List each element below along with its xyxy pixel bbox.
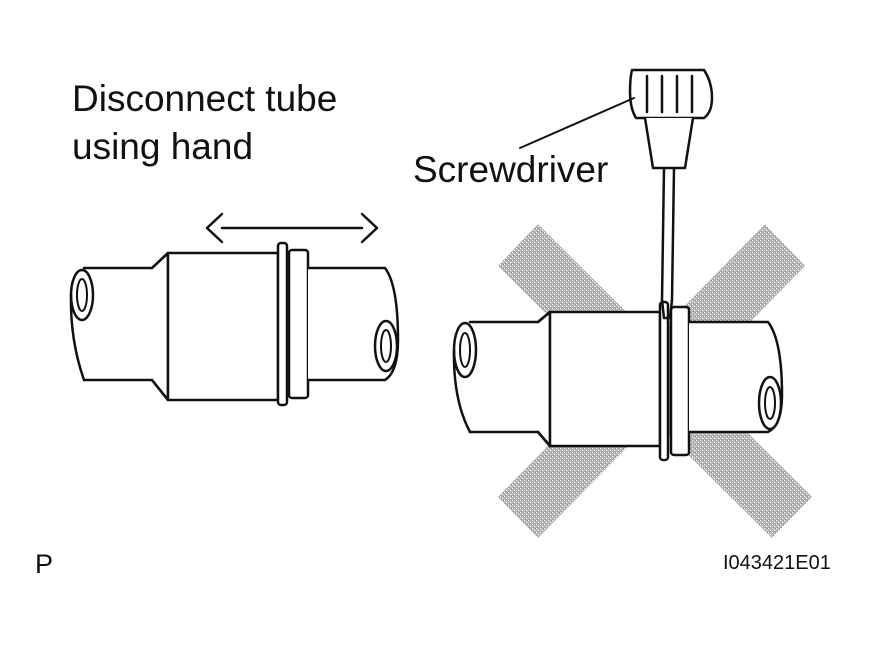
- corner-mark: P: [35, 549, 54, 579]
- left-tube: [69, 251, 170, 402]
- screwdriver-label: Screwdriver: [413, 149, 609, 190]
- prohibited-right-tube: [687, 320, 784, 434]
- right-tube: [306, 266, 400, 382]
- prohibited-quick-connector: [536, 310, 662, 448]
- retainer-rings: [276, 241, 310, 407]
- leader-line: [519, 97, 635, 149]
- prohibited-retainer-rings: [658, 300, 691, 462]
- instruction-text-line-2: using hand: [72, 126, 254, 167]
- instruction-text-line-1: Disconnect tube: [72, 78, 338, 119]
- double-headed-arrow-icon: [205, 212, 379, 244]
- figure-id: I043421E01: [723, 552, 831, 574]
- hand-disconnect-illustration: [69, 212, 400, 407]
- prohibited-left-tube: [452, 310, 552, 448]
- screwdriver-disconnect-illustration: [452, 68, 784, 462]
- quick-connector: [150, 251, 280, 402]
- screwdriver-icon: [628, 68, 714, 320]
